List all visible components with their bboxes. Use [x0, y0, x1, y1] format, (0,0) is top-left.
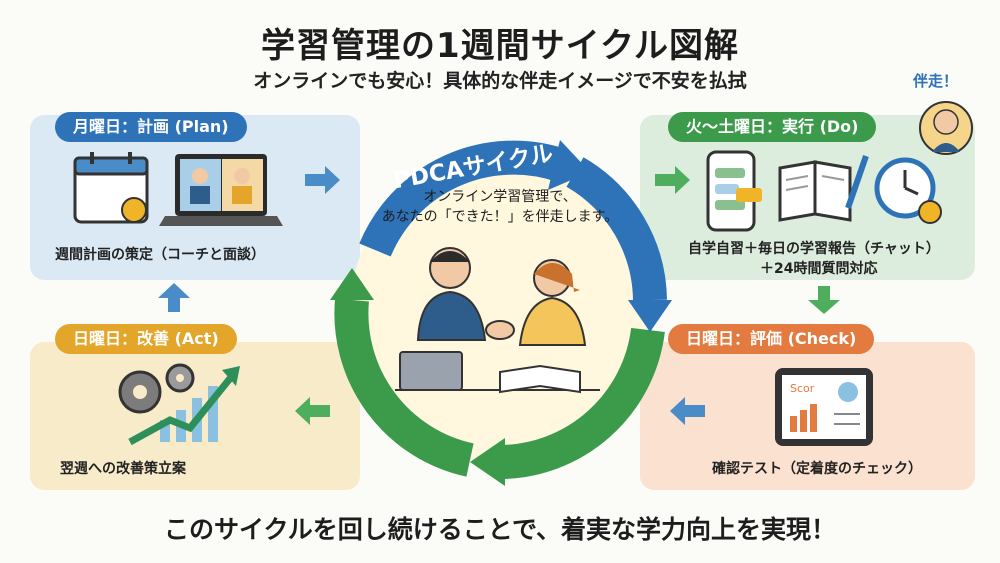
cycle-arc-act	[334, 298, 474, 477]
center-message-line2: あなたの「できた！」を伴走します。	[381, 209, 619, 225]
phase-label-act: 日曜日：改善 (Act)	[55, 324, 237, 354]
footer-message: このサイクルを回し続けることで、着実な学力向上を実現！	[163, 515, 836, 544]
cycle-arrowhead-4	[330, 268, 374, 300]
phase-label-do: 火〜土曜日：実行 (Do)	[668, 112, 877, 142]
do-caption-line2: ＋24時間質問対応	[760, 261, 878, 277]
tablet-report-icon: Scor	[775, 368, 873, 446]
phase-label-check: 日曜日：評価 (Check)	[668, 324, 875, 354]
cycle-arc-check	[499, 327, 665, 479]
chat-phone-icon	[706, 150, 762, 232]
cycle-arrowhead-3	[470, 438, 505, 486]
act-caption: 翌週への改善策立案	[60, 461, 186, 477]
cycle-arc-do	[566, 157, 667, 301]
book-icon	[778, 155, 869, 222]
cycle-arrowhead-1	[548, 140, 590, 190]
arrow-do-to-check	[808, 286, 840, 314]
cycle-arrowhead-2	[628, 300, 672, 332]
arrow-center-to-do	[655, 166, 690, 194]
clock-icon	[874, 157, 942, 224]
do-caption-line1: 自学自習＋毎日の学習報告（チャット）	[688, 241, 940, 257]
coach-student-illustration	[395, 247, 600, 394]
gears-growth-icon	[118, 363, 240, 446]
arrow-plan-to-center	[305, 166, 340, 194]
center-message-line1: オンライン学習管理で、	[423, 189, 577, 205]
page-subtitle: オンラインでも安心！具体的な伴走イメージで不安を払拭	[253, 70, 747, 92]
arrow-check-to-center	[670, 397, 705, 425]
arrow-act-to-plan	[158, 283, 190, 312]
video-call-icon	[159, 154, 283, 226]
page-title: 学習管理の1週間サイクル図解	[261, 26, 739, 66]
badge-label: 伴走！	[913, 72, 959, 90]
calendar-icon	[73, 152, 149, 224]
cycle-arc-plan	[359, 140, 566, 257]
coach-avatar	[919, 101, 973, 155]
check-caption: 確認テスト（定着度のチェック）	[712, 461, 922, 477]
tablet-score-text: Scor	[790, 382, 815, 395]
arrow-center-to-act	[295, 397, 330, 425]
phase-label-plan: 月曜日：計画 (Plan)	[55, 112, 247, 142]
plan-caption: 週間計画の策定（コーチと面談）	[55, 247, 265, 263]
